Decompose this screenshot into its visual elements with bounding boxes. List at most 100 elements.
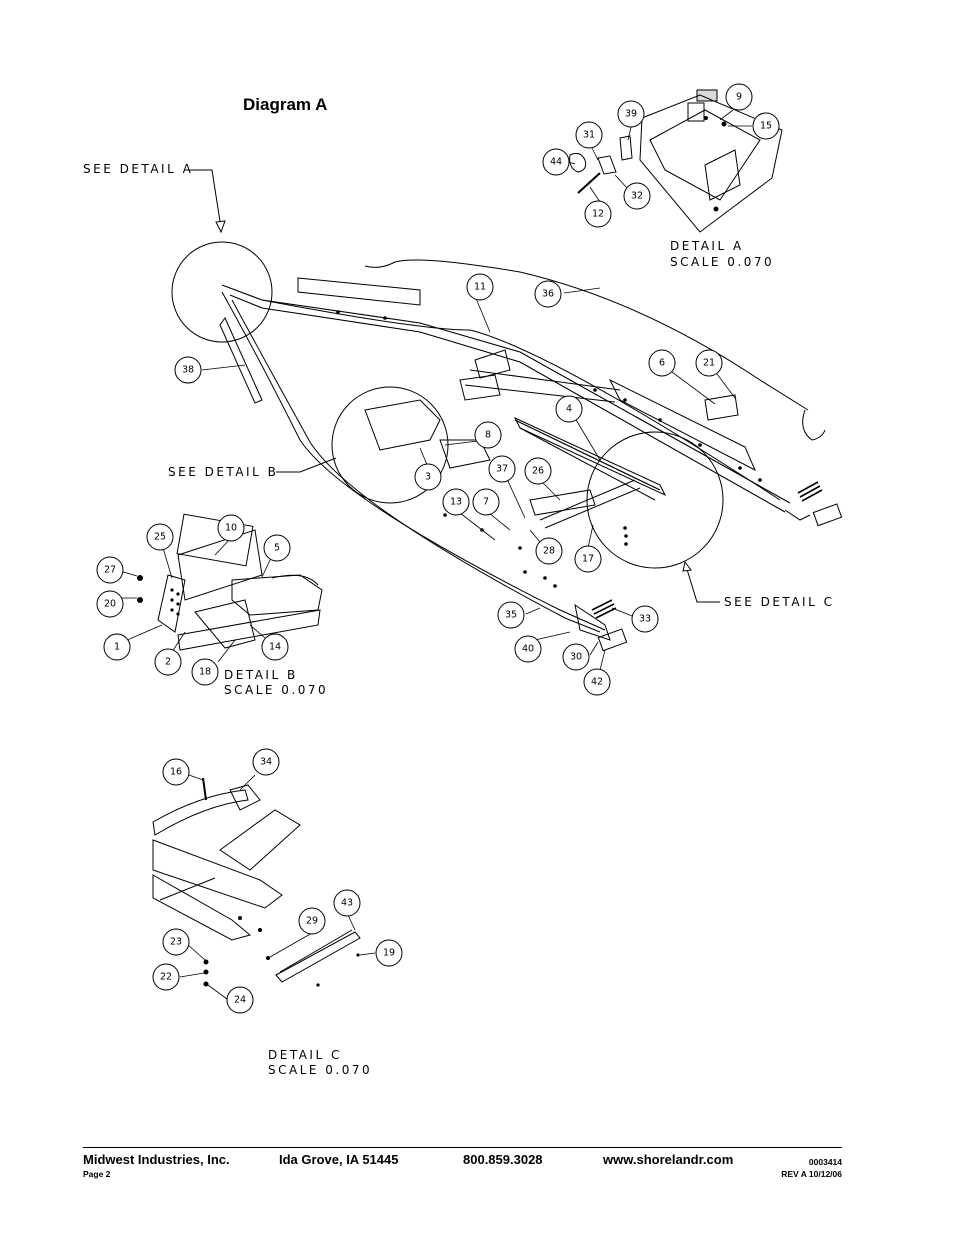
callout-7: 7 bbox=[472, 488, 500, 516]
callout-5: 5 bbox=[263, 534, 291, 562]
callout-25: 25 bbox=[146, 523, 174, 551]
callout-31: 31 bbox=[575, 121, 603, 149]
detail-b-drawing bbox=[137, 513, 323, 651]
callout-38: 38 bbox=[174, 356, 202, 384]
detail-a-title: DETAIL A bbox=[670, 239, 744, 253]
page-footer: Midwest Industries, Inc. Ida Grove, IA 5… bbox=[83, 1147, 842, 1179]
see-detail-b-label: SEE DETAIL B bbox=[168, 465, 278, 479]
see-detail-c-leader bbox=[682, 560, 720, 603]
callout-11: 11 bbox=[466, 273, 494, 301]
callout-34: 34 bbox=[252, 748, 280, 776]
svg-text:42: 42 bbox=[591, 677, 603, 688]
svg-text:11: 11 bbox=[474, 282, 486, 293]
callout-17: 17 bbox=[574, 545, 602, 573]
svg-text:36: 36 bbox=[542, 289, 554, 300]
svg-text:12: 12 bbox=[592, 209, 604, 220]
svg-text:31: 31 bbox=[583, 130, 595, 141]
svg-text:39: 39 bbox=[625, 109, 637, 120]
callout-37: 37 bbox=[488, 455, 516, 483]
svg-text:44: 44 bbox=[550, 157, 562, 168]
svg-text:37: 37 bbox=[496, 464, 508, 475]
svg-text:20: 20 bbox=[104, 599, 116, 610]
svg-text:23: 23 bbox=[170, 937, 182, 948]
page-title: Diagram A bbox=[243, 95, 328, 114]
callout-18: 18 bbox=[191, 658, 219, 686]
detail-a-circle bbox=[171, 241, 273, 343]
svg-text:18: 18 bbox=[199, 667, 211, 678]
svg-text:13: 13 bbox=[450, 497, 462, 508]
detail-c-scale: SCALE 0.070 bbox=[268, 1063, 372, 1077]
svg-text:27: 27 bbox=[104, 565, 116, 576]
detail-a-scale: SCALE 0.070 bbox=[670, 255, 774, 269]
callout-33: 33 bbox=[631, 605, 659, 633]
footer-doc-number: 0003414 bbox=[808, 1157, 842, 1167]
detail-b-title: DETAIL B bbox=[224, 668, 298, 682]
callout-16: 16 bbox=[162, 758, 190, 786]
svg-text:38: 38 bbox=[182, 365, 194, 376]
callout-6: 6 bbox=[648, 349, 676, 377]
callout-24: 24 bbox=[226, 986, 254, 1014]
svg-text:7: 7 bbox=[483, 497, 489, 508]
footer-revision: REV A 10/12/06 bbox=[781, 1169, 842, 1179]
see-detail-b-leader bbox=[276, 457, 337, 473]
svg-text:22: 22 bbox=[160, 972, 172, 983]
callout-22: 22 bbox=[152, 963, 180, 991]
svg-text:34: 34 bbox=[260, 757, 272, 768]
callout-13: 13 bbox=[442, 488, 470, 516]
callout-35: 35 bbox=[497, 601, 525, 629]
footer-website[interactable]: www.shorelandr.com bbox=[603, 1152, 734, 1167]
callout-20: 20 bbox=[96, 590, 124, 618]
detail-b-scale: SCALE 0.070 bbox=[224, 683, 328, 697]
svg-text:6: 6 bbox=[659, 358, 665, 369]
detail-a-drawing bbox=[569, 89, 783, 233]
callout-8: 8 bbox=[474, 421, 502, 449]
callout-9: 9 bbox=[725, 83, 753, 111]
callout-30: 30 bbox=[562, 643, 590, 671]
detail-c-drawing bbox=[152, 777, 361, 987]
svg-text:40: 40 bbox=[522, 644, 534, 655]
svg-text:24: 24 bbox=[234, 995, 246, 1006]
callout-28: 28 bbox=[535, 537, 563, 565]
callout-19: 19 bbox=[375, 939, 403, 967]
callout-36: 36 bbox=[534, 280, 562, 308]
footer-phone: 800.859.3028 bbox=[463, 1152, 543, 1167]
trailer-frame-drawing bbox=[219, 259, 843, 652]
svg-text:17: 17 bbox=[582, 554, 594, 565]
svg-text:5: 5 bbox=[274, 543, 280, 554]
svg-text:35: 35 bbox=[505, 610, 517, 621]
callout-40: 40 bbox=[514, 635, 542, 663]
svg-text:30: 30 bbox=[570, 652, 582, 663]
svg-text:9: 9 bbox=[736, 92, 742, 103]
footer-page-number: Page 2 bbox=[83, 1169, 111, 1179]
svg-text:16: 16 bbox=[170, 767, 182, 778]
callout-44: 44 bbox=[542, 148, 570, 176]
callout-39: 39 bbox=[617, 100, 645, 128]
callout-23: 23 bbox=[162, 928, 190, 956]
svg-text:26: 26 bbox=[532, 466, 544, 477]
callout-leaders bbox=[119, 109, 752, 1000]
see-detail-a-leader bbox=[188, 169, 226, 234]
callout-32: 32 bbox=[623, 182, 651, 210]
svg-text:25: 25 bbox=[154, 532, 166, 543]
callout-12: 12 bbox=[584, 200, 612, 228]
callout-10: 10 bbox=[217, 514, 245, 542]
footer-city: Ida Grove, IA 51445 bbox=[279, 1152, 399, 1167]
callout-15: 15 bbox=[752, 112, 780, 140]
callout-4: 4 bbox=[555, 395, 583, 423]
callout-21: 21 bbox=[695, 349, 723, 377]
svg-text:8: 8 bbox=[485, 430, 491, 441]
svg-text:33: 33 bbox=[639, 614, 651, 625]
callout-43: 43 bbox=[333, 889, 361, 917]
see-detail-a-label: SEE DETAIL A bbox=[83, 162, 193, 176]
svg-text:43: 43 bbox=[341, 898, 353, 909]
svg-text:28: 28 bbox=[543, 546, 555, 557]
detail-c-title: DETAIL C bbox=[268, 1048, 342, 1062]
svg-text:21: 21 bbox=[703, 358, 715, 369]
callout-14: 14 bbox=[261, 633, 289, 661]
callout-1: 1 bbox=[103, 633, 131, 661]
callout-26: 26 bbox=[524, 457, 552, 485]
callout-bubbles: 1 2 3 4 5 6 7 8 9 10 11 12 13 14 15 16 1… bbox=[96, 83, 780, 1014]
svg-text:2: 2 bbox=[165, 657, 171, 668]
callout-42: 42 bbox=[583, 668, 611, 696]
